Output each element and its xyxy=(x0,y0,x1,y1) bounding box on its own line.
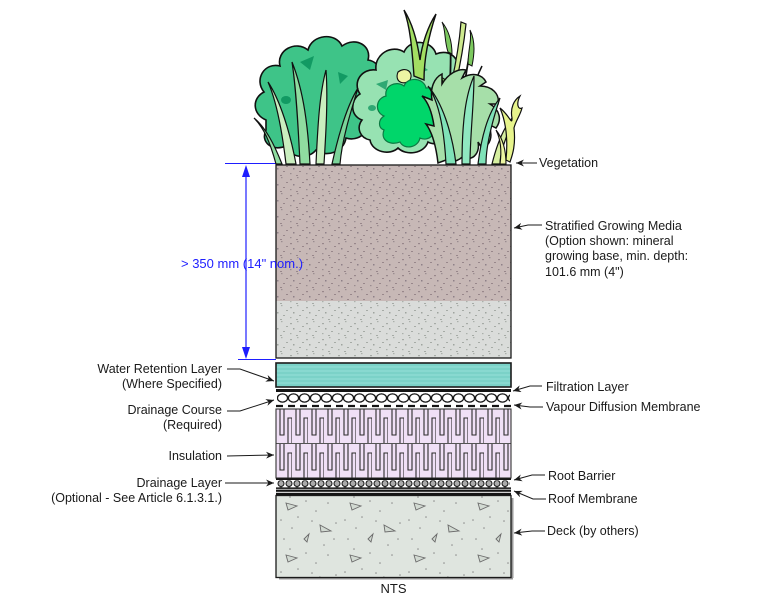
leader-lines xyxy=(225,159,546,536)
label-line: Vegetation xyxy=(539,156,599,170)
label-line: Filtration Layer xyxy=(546,380,629,394)
leader-insulation xyxy=(226,451,275,459)
dimension-label: > 350 mm (14" nom.) xyxy=(181,256,304,271)
drainage-layer-block xyxy=(277,480,510,488)
label-vapour-diffusion-membrane: Vapour Diffusion Membrane xyxy=(546,400,700,415)
drainage-layer-bottom-line xyxy=(276,487,511,489)
vegetation-illustration xyxy=(253,9,523,165)
label-water-retention-layer: Water Retention Layer (Where Specified) xyxy=(97,362,222,392)
leader-stratified-growing-media xyxy=(513,222,542,230)
scale-note: NTS xyxy=(380,581,407,596)
label-line: 101.6 mm (4") xyxy=(545,264,624,279)
right-clump xyxy=(421,68,501,165)
growing-media-layer xyxy=(275,164,512,359)
label-roof-membrane: Roof Membrane xyxy=(548,492,638,507)
label-vegetation: Vegetation xyxy=(539,156,598,171)
label-line: (Option shown: mineral xyxy=(545,234,674,249)
dimension-arrow xyxy=(242,165,250,359)
label-root-barrier: Root Barrier xyxy=(548,469,615,484)
label-line: (Required) xyxy=(162,418,222,433)
assembly-layers xyxy=(275,164,514,580)
insulation-layer xyxy=(275,408,512,479)
label-line: Deck (by others) xyxy=(547,524,639,538)
water-retention-layer-block xyxy=(275,362,512,388)
label-line: Insulation xyxy=(168,449,222,463)
label-line: (Where Specified) xyxy=(121,377,222,392)
label-drainage-course: Drainage Course (Required) xyxy=(128,403,223,433)
leader-filtration-layer xyxy=(512,385,542,393)
filtration-layer-block xyxy=(276,389,511,392)
root-barrier-line xyxy=(276,478,511,480)
leader-water-retention-layer xyxy=(227,368,275,382)
label-deck: Deck (by others) xyxy=(547,524,639,539)
label-line: Roof Membrane xyxy=(548,492,638,506)
drainage-course-block xyxy=(277,393,510,403)
label-drainage-layer: Drainage Layer (Optional - See Article 6… xyxy=(51,476,222,506)
label-line: Drainage Course xyxy=(127,403,223,417)
label-line: Water Retention Layer xyxy=(97,362,222,376)
label-line: Drainage Layer xyxy=(136,476,222,490)
dimension-extension-lines xyxy=(225,163,277,360)
label-line: Stratified Growing Media xyxy=(545,219,682,233)
label-filtration-layer: Filtration Layer xyxy=(546,380,629,395)
label-line: growing base, min. depth: xyxy=(545,249,689,264)
label-line: Vapour Diffusion Membrane xyxy=(546,400,701,414)
label-insulation: Insulation xyxy=(168,449,222,464)
leader-drainage-course xyxy=(227,399,275,412)
leader-deck xyxy=(513,528,545,536)
label-stratified-growing-media: Stratified Growing Media (Option shown: … xyxy=(545,219,688,280)
leader-root-barrier xyxy=(513,474,545,482)
leader-roof-membrane xyxy=(513,490,546,500)
roof-membrane-lines xyxy=(276,489,511,496)
label-line: Root Barrier xyxy=(548,469,616,483)
label-line: (Optional - See Article 6.1.3.1.) xyxy=(51,491,222,506)
deck-block xyxy=(275,494,514,580)
leader-vapour-diffusion-membrane xyxy=(513,402,543,410)
